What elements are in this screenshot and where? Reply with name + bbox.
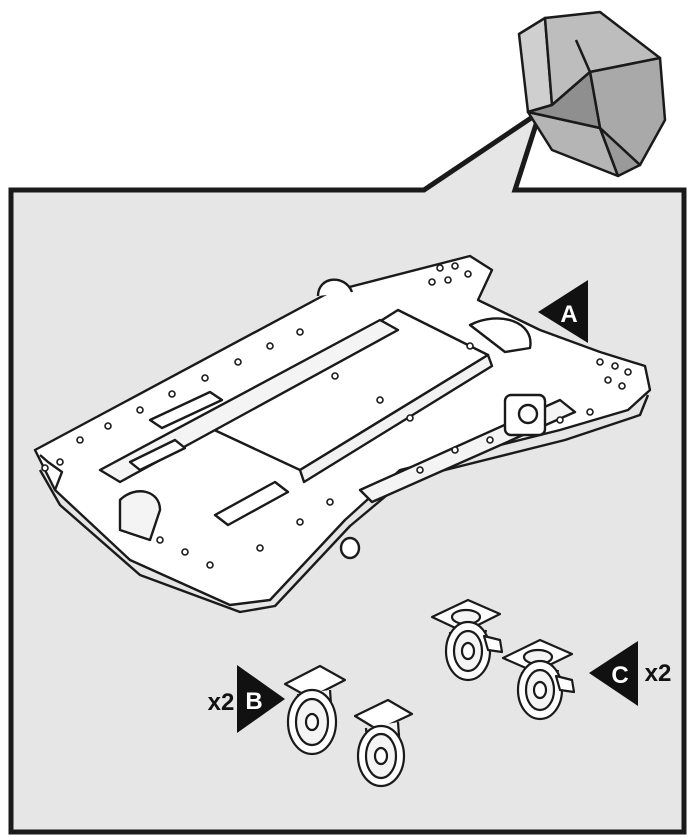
callout-c-marker [589, 641, 638, 706]
callout-a-letter: A [560, 301, 577, 328]
callout-c-quantity: x2 [645, 660, 672, 687]
swivel-caster-icon [430, 598, 504, 682]
fixed-caster-icon [283, 664, 347, 756]
callout-b-letter: B [245, 688, 262, 715]
swivel-caster-icon [501, 638, 576, 721]
dolly-base-icon [33, 254, 652, 614]
callout-b-marker [237, 665, 285, 733]
callout-c: C x2 [589, 641, 671, 706]
callout-c-letter: C [611, 662, 628, 689]
callout-b: x2 B [208, 665, 285, 733]
fixed-caster-icon [353, 698, 414, 788]
callout-a-marker [538, 280, 588, 343]
callout-a: A [538, 280, 588, 343]
open-box-icon [517, 10, 667, 178]
callout-b-quantity: x2 [208, 689, 235, 716]
